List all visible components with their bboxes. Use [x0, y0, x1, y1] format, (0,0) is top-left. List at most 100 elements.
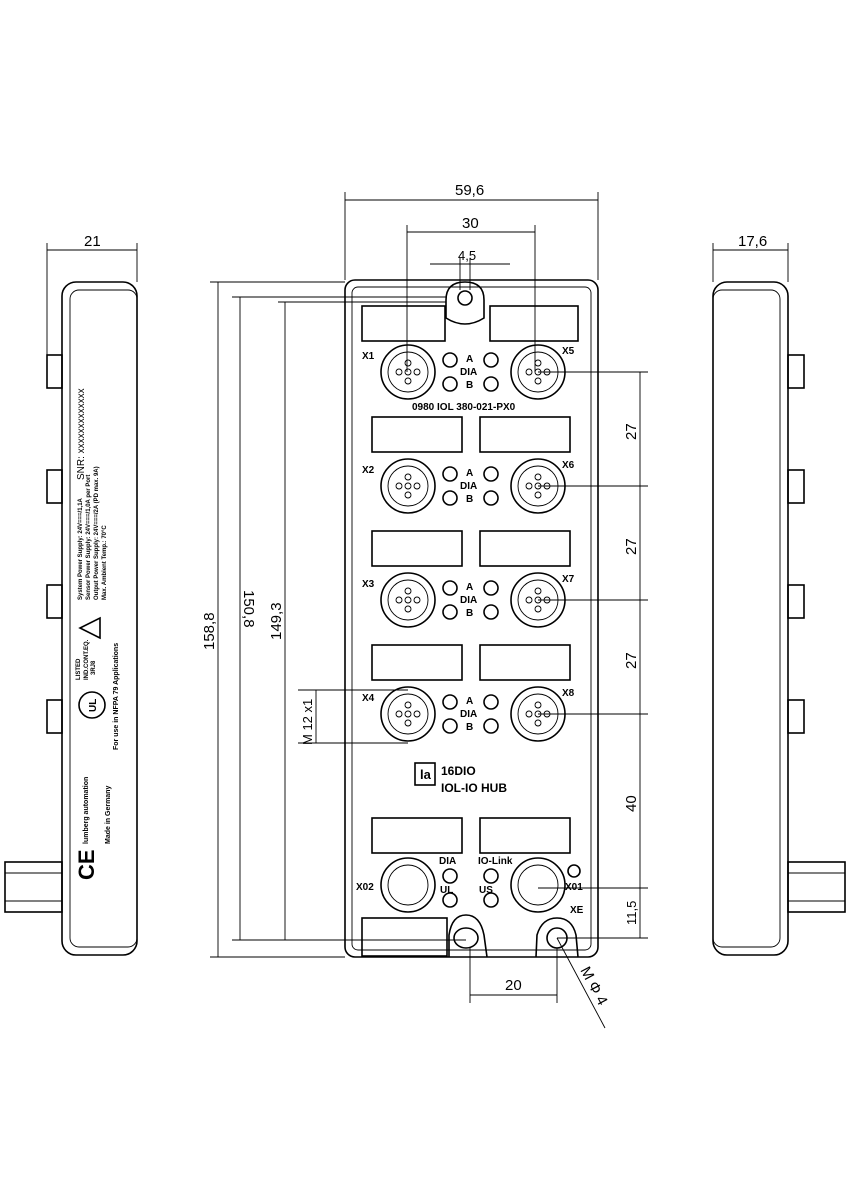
label-field — [361, 305, 446, 342]
led — [442, 892, 458, 908]
port-label: X4 — [362, 693, 375, 704]
ce-mark: CE — [74, 849, 99, 880]
led-label-iolink: IO-Link — [478, 856, 513, 867]
label-field — [479, 817, 571, 854]
led — [483, 352, 499, 368]
dim-row-pitch: 27 — [623, 652, 640, 669]
m12-connector — [380, 344, 436, 400]
dimensions: 59,6 30 4,5 21 17,6 158,8 150,8 149,3 M … — [46, 182, 789, 1029]
earth-icon — [567, 864, 581, 878]
right-port-tab — [787, 699, 805, 734]
ul-logo — [78, 691, 106, 719]
connector-pin — [404, 596, 412, 604]
left-power-connector — [4, 861, 63, 913]
led — [483, 604, 499, 620]
dim-gap-to-power: 40 — [623, 795, 640, 812]
right-port-tab — [787, 469, 805, 504]
listed-text: LISTED — [76, 658, 82, 680]
connector-pin — [534, 377, 542, 385]
led-label-dia: DIA — [460, 709, 477, 720]
dim-slot-width: 4,5 — [458, 248, 476, 263]
nfpa-text: For use in NFPA 79 Applications — [113, 643, 120, 750]
label-field — [489, 305, 579, 342]
left-housing-inner — [69, 289, 138, 948]
led-label-b: B — [466, 494, 473, 505]
led — [483, 580, 499, 596]
dim-left-depth: 21 — [84, 233, 101, 250]
m12-connector-inner — [387, 351, 429, 393]
connector-pin — [404, 719, 412, 727]
connector-pin — [404, 368, 412, 376]
led-label-a: A — [466, 696, 473, 707]
dim-power-offset: 11,5 — [624, 901, 639, 925]
label-field — [371, 530, 463, 567]
led — [483, 892, 499, 908]
connector-pin — [404, 359, 412, 367]
connector-pin — [534, 473, 542, 481]
right-port-tab — [787, 584, 805, 619]
spec-line: System Power Supply: 24V===/1,1A — [78, 497, 84, 600]
side-label: CE lumberg automation Made in Germany UL… — [74, 388, 120, 880]
led-label-dia: DIA — [460, 481, 477, 492]
label-field — [371, 817, 463, 854]
led-label-b: B — [466, 722, 473, 733]
connector-pin — [534, 491, 542, 499]
made-in-text: Made in Germany — [105, 786, 112, 844]
led — [442, 490, 458, 506]
label-field — [479, 416, 571, 453]
connector-pin — [395, 368, 403, 376]
port-label: X5 — [562, 346, 575, 357]
label-field — [371, 644, 463, 681]
led — [442, 376, 458, 392]
led — [442, 718, 458, 734]
dim-thread: M 12 x1 — [300, 699, 315, 745]
label-field — [371, 416, 463, 453]
dim-bottom-hole-pitch: 20 — [505, 977, 522, 994]
m12-connector — [380, 572, 436, 628]
port-label: X3 — [362, 579, 375, 590]
right-port-tab — [787, 354, 805, 389]
connector-pin — [413, 596, 421, 604]
left-port-tab — [46, 354, 63, 389]
warning-icon — [78, 616, 101, 640]
listing-number: 3RJ8 — [91, 660, 97, 675]
connector-pin — [525, 368, 533, 376]
m12-connector-inner — [387, 579, 429, 621]
port-label-x01: X01 — [565, 882, 583, 893]
port-label: X8 — [562, 688, 575, 699]
led — [483, 376, 499, 392]
brand-logo — [414, 762, 436, 786]
dim-right-depth: 17,6 — [738, 233, 767, 250]
power-connector-x01 — [510, 857, 566, 913]
connector-pin — [534, 701, 542, 709]
connector-pin — [404, 587, 412, 595]
led-label-dia: DIA — [460, 367, 477, 378]
product-line1: 16DIO — [441, 764, 476, 778]
listing-code: IND.CONT.EQ. — [84, 639, 90, 680]
led — [483, 490, 499, 506]
led-label-b: B — [466, 380, 473, 391]
m12-connector-inner — [387, 465, 429, 507]
port-label: X1 — [362, 351, 375, 362]
product-line2: IOL-IO HUB — [441, 781, 507, 795]
connector-pin — [534, 587, 542, 595]
connector-pin — [525, 710, 533, 718]
brand-text: lumberg automation — [83, 777, 90, 844]
connector-pin — [534, 605, 542, 613]
led — [442, 868, 458, 884]
connector-pin — [395, 482, 403, 490]
port-label-x02: X02 — [356, 882, 374, 893]
led — [442, 604, 458, 620]
spec-line: Output Power Supply: 24V===/2A (PD max. … — [94, 466, 100, 600]
m12-connector — [380, 458, 436, 514]
led — [442, 352, 458, 368]
connector-pin — [404, 377, 412, 385]
connector-pin — [534, 719, 542, 727]
led — [442, 466, 458, 482]
bottom-label-field — [361, 917, 448, 957]
led-label-ul: UL — [440, 885, 453, 896]
connector-pin — [525, 482, 533, 490]
dim-hole-pitch-inner: 149,3 — [268, 602, 285, 640]
left-port-tab — [46, 584, 63, 619]
